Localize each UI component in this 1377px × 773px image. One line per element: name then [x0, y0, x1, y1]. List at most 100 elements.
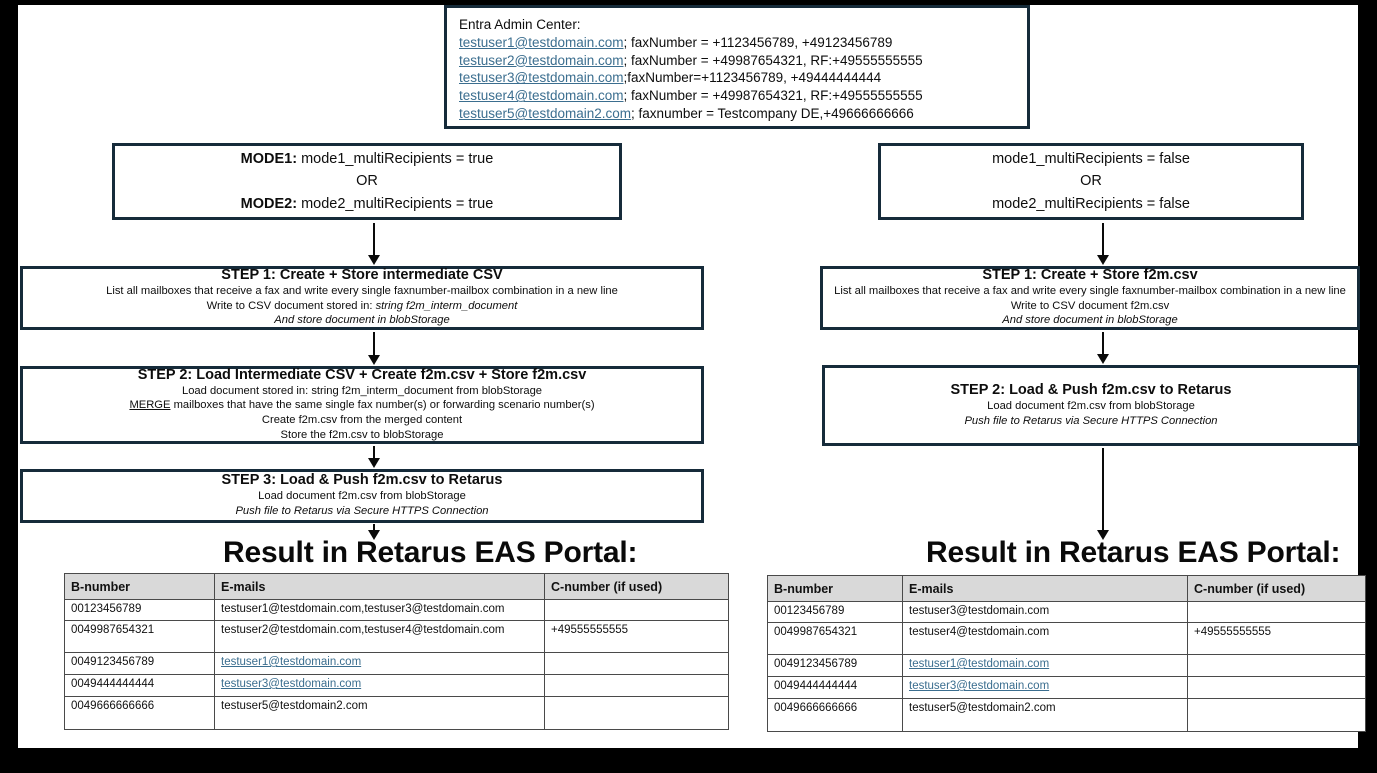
column-header-c-number: C-number (if used) [1187, 575, 1366, 602]
cell-c-number [1187, 601, 1366, 623]
arrow-head [368, 355, 380, 365]
table-row: 0049444444444 testuser3@testdomain.com [64, 674, 729, 697]
arrow-mode-to-step1-right [1091, 223, 1115, 265]
arrow-shaft [373, 524, 375, 531]
arrow-head [368, 458, 380, 468]
mode2-line: mode2_multiRecipients = false [992, 195, 1190, 212]
mode2-label: MODE2: [240, 195, 298, 212]
cell-emails: testuser2@testdomain.com,testuser4@testd… [214, 620, 545, 653]
entra-title: Entra Admin Center: [459, 17, 581, 32]
arrow-shaft [373, 332, 375, 356]
arrow-step3-to-result-left [362, 524, 386, 540]
table-header-row: B-number E-mails C-number (if used) [767, 575, 1366, 602]
right-step1-box: STEP 1: Create + Store f2m.csv List all … [820, 266, 1360, 330]
entra-row: testuser3@testdomain.com;faxNumber=+1123… [459, 69, 1017, 87]
cell-c-number [1187, 654, 1366, 677]
cell-c-number [1187, 698, 1366, 732]
cell-c-number [544, 674, 729, 697]
left-step2-heading: STEP 2: Load Intermediate CSV + Create f… [137, 366, 587, 383]
table-row: 0049123456789 testuser1@testdomain.com [64, 652, 729, 675]
table-row: 0049123456789 testuser1@testdomain.com [767, 654, 1366, 677]
cell-c-number: +49555555555 [544, 620, 729, 653]
email-link[interactable]: testuser1@testdomain.com [909, 658, 1050, 670]
mode-or: OR [356, 173, 378, 190]
cell-b-number: 0049987654321 [767, 622, 903, 655]
cell-c-number [1187, 676, 1366, 699]
cell-emails: testuser3@testdomain.com [902, 676, 1188, 699]
entra-email-link[interactable]: testuser1@testdomain.com [459, 34, 624, 50]
cell-emails: testuser1@testdomain.com,testuser3@testd… [214, 599, 545, 621]
right-result-title: Result in Retarus EAS Portal: [926, 536, 1341, 569]
cell-emails: testuser1@testdomain.com [214, 652, 545, 675]
table-header-row: B-number E-mails C-number (if used) [64, 573, 729, 600]
arrow-head [368, 255, 380, 265]
table-row: 0049987654321 testuser2@testdomain.com,t… [64, 620, 729, 653]
cell-emails: testuser1@testdomain.com [902, 654, 1188, 677]
table-row: 0049666666666 testuser5@testdomain2.com [767, 698, 1366, 732]
entra-row-detail: ; faxnumber = Testcompany DE,+4966666666… [631, 106, 914, 122]
cell-b-number: 00123456789 [767, 601, 903, 623]
cell-b-number: 0049666666666 [767, 698, 903, 732]
column-header-emails: E-mails [902, 575, 1188, 602]
left-step1-line2-plain: Write to CSV document stored in: [206, 299, 376, 312]
left-step1-line2-italic: string f2m_interm_document [375, 299, 518, 312]
cell-emails: testuser4@testdomain.com [902, 622, 1188, 655]
right-step2-line1: Load document f2m.csv from blobStorage [987, 399, 1195, 412]
table-row: 00123456789 testuser1@testdomain.com,tes… [64, 599, 729, 621]
cell-b-number: 0049123456789 [64, 652, 215, 675]
left-step2-line2: MERGE mailboxes that have the same singl… [31, 398, 693, 413]
cell-emails: testuser3@testdomain.com [214, 674, 545, 697]
entra-row-detail: ; faxNumber = +49987654321, RF:+49555555… [623, 88, 923, 104]
right-step2-heading: STEP 2: Load & Push f2m.csv to Retarus [950, 381, 1232, 398]
right-step1-line1: List all mailboxes that receive a fax an… [834, 285, 1346, 298]
mode-condition-box-right: mode1_multiRecipients = false OR mode2_m… [878, 143, 1304, 220]
entra-row: testuser5@testdomain2.com; faxnumber = T… [459, 105, 1017, 123]
table-row: 00123456789 testuser3@testdomain.com [767, 601, 1366, 623]
left-step2-box: STEP 2: Load Intermediate CSV + Create f… [20, 366, 704, 444]
email-link[interactable]: testuser3@testdomain.com [909, 680, 1050, 692]
cell-c-number [544, 696, 729, 730]
cell-b-number: 0049444444444 [64, 674, 215, 697]
right-step1-line3: And store document in blobStorage [1002, 314, 1178, 327]
entra-email-link[interactable]: testuser2@testdomain.com [459, 52, 624, 68]
arrow-shaft [373, 446, 375, 459]
right-result-table: B-number E-mails C-number (if used) 0012… [767, 575, 1366, 732]
left-step3-box: STEP 3: Load & Push f2m.csv to Retarus L… [20, 469, 704, 523]
left-step2-line1: Load document stored in: string f2m_inte… [181, 384, 543, 397]
entra-email-link[interactable]: testuser5@testdomain2.com [459, 106, 632, 122]
left-step2-line3: Create f2m.csv from the merged content [261, 414, 463, 426]
arrow-step2-to-result-right [1091, 448, 1115, 540]
mode1-value: mode1_multiRecipients = true [297, 151, 494, 168]
email-link[interactable]: testuser3@testdomain.com [221, 678, 362, 690]
arrow-shaft [1102, 223, 1104, 256]
entra-admin-center-box: Entra Admin Center: testuser1@testdomain… [444, 5, 1030, 129]
column-header-emails: E-mails [214, 573, 545, 600]
entra-row: testuser2@testdomain.com; faxNumber = +4… [459, 52, 1017, 70]
entra-row-detail: ;faxNumber=+1123456789, +49444444444 [623, 70, 882, 86]
right-step1-heading: STEP 1: Create + Store f2m.csv [982, 267, 1198, 284]
email-link[interactable]: testuser1@testdomain.com [221, 656, 362, 668]
left-step1-heading: STEP 1: Create + Store intermediate CSV [221, 267, 503, 284]
left-step2-line2-rest: mailboxes that have the same single fax … [170, 399, 595, 412]
mode-condition-box-left: MODE1: mode1_multiRecipients = true OR M… [112, 143, 622, 220]
entra-email-link[interactable]: testuser4@testdomain.com [459, 88, 624, 104]
left-step2-merge-keyword: MERGE [129, 399, 171, 412]
entra-email-link[interactable]: testuser3@testdomain.com [459, 70, 624, 86]
cell-emails: testuser5@testdomain2.com [214, 696, 545, 730]
left-result-table: B-number E-mails C-number (if used) 0012… [64, 573, 729, 730]
cell-b-number: 0049444444444 [767, 676, 903, 699]
cell-emails: testuser3@testdomain.com [902, 601, 1188, 623]
column-header-b-number: B-number [767, 575, 903, 602]
left-step1-line3: And store document in blobStorage [274, 314, 450, 327]
left-step3-line1: Load document f2m.csv from blobStorage [258, 490, 466, 503]
mode2-value: mode2_multiRecipients = true [297, 195, 494, 212]
right-step1-line2: Write to CSV document f2m.csv [1010, 299, 1170, 312]
entra-row: testuser1@testdomain.com; faxNumber = +1… [459, 34, 1017, 52]
left-step1-box: STEP 1: Create + Store intermediate CSV … [20, 266, 704, 330]
left-result-title: Result in Retarus EAS Portal: [223, 536, 638, 569]
arrow-head [1097, 255, 1109, 265]
table-row: 0049444444444 testuser3@testdomain.com [767, 676, 1366, 699]
arrow-mode-to-step1-left [362, 223, 386, 265]
arrow-shaft [1102, 448, 1104, 531]
left-step1-line1: List all mailboxes that receive a fax an… [106, 285, 618, 298]
